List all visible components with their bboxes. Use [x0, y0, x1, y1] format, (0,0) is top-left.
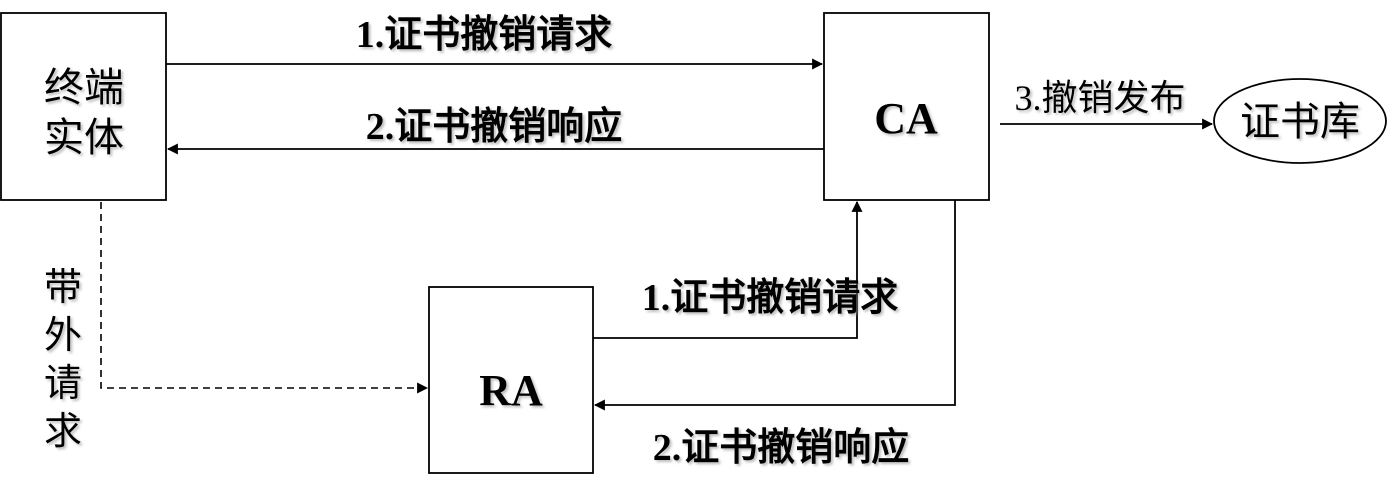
side-label-char-1: 带	[44, 267, 82, 309]
edge-label-ra-request: 1.证书撤销请求	[642, 277, 899, 319]
ra-node: RA	[428, 286, 594, 474]
edge-ca-to-ra-response: 2.证书撤销响应	[593, 200, 956, 469]
side-label-char-2: 外	[44, 315, 82, 357]
certificate-repository-label: 证书库	[1240, 99, 1360, 144]
edge-label-top-response: 2.证书撤销响应	[366, 106, 623, 148]
terminal-entity-node: 终端 实体	[0, 12, 167, 201]
edge-label-publish: 3.撤销发布	[1014, 78, 1185, 118]
edge-terminal-to-ra-out-of-band	[100, 202, 429, 394]
edge-terminal-to-ca-request: 1.证书撤销请求	[166, 14, 824, 70]
edge-ca-to-repository-publish: 3.撤销发布	[1000, 78, 1214, 130]
certificate-repository-node: 证书库	[1213, 78, 1387, 164]
ca-label: CA	[874, 94, 938, 143]
ca-node: CA	[823, 12, 990, 201]
ra-label: RA	[479, 366, 543, 415]
side-label-char-3: 请	[44, 363, 82, 405]
edge-ca-to-terminal-response: 2.证书撤销响应	[166, 106, 824, 155]
terminal-entity-label-line2: 实体	[44, 115, 124, 160]
terminal-entity-label-line1: 终端	[44, 65, 124, 110]
edge-ra-to-ca-request: 1.证书撤销请求	[593, 200, 899, 339]
edge-label-top-request: 1.证书撤销请求	[356, 14, 613, 56]
edge-label-ra-response: 2.证书撤销响应	[653, 427, 910, 469]
side-label-char-4: 求	[44, 411, 82, 453]
out-of-band-request-label: 带 外 请 求	[44, 267, 82, 453]
